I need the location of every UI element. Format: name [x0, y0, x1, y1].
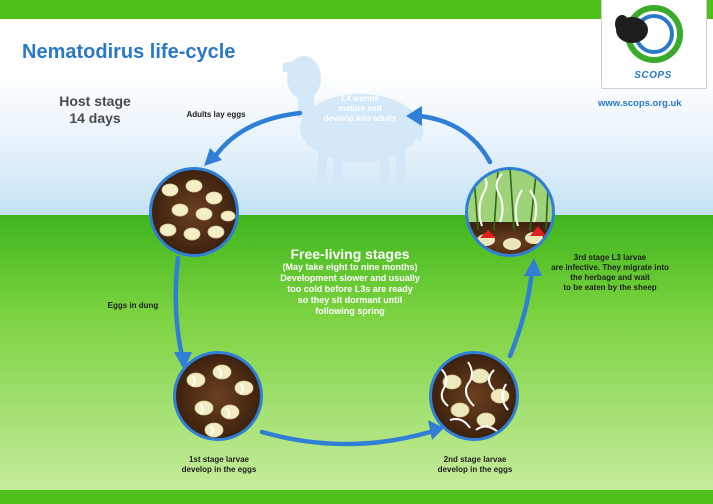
top-green-bar [0, 0, 713, 19]
l4-line2: mature and [338, 104, 382, 113]
second-line2: develop in the eggs [437, 465, 513, 474]
arrow-second-to-third [507, 267, 535, 359]
l4-line3: develop into adults [323, 114, 397, 123]
third-line4: to be eaten by the sheep [563, 283, 657, 292]
free-living-line1: (May take eight to nine months) [282, 262, 418, 272]
label-l4-worms: L4 worms mature and develop into adults [312, 94, 408, 124]
second-line1: 2nd stage larvae [443, 455, 507, 464]
bottom-green-bar [0, 490, 713, 504]
label-second-stage: 2nd stage larvae develop in the eggs [420, 455, 530, 475]
host-stage-label: Host stage 14 days [50, 93, 140, 127]
arrow-adults-to-eggs [211, 110, 303, 161]
host-stage-line1: Host stage [59, 93, 131, 109]
l4-line1: L4 worms [341, 94, 379, 103]
scops-logo-panel [601, 0, 707, 89]
stage-circle-second-larvae [429, 351, 519, 441]
free-living-line4: so they sit dormant until [297, 295, 403, 305]
first-line1: 1st stage larvae [188, 455, 250, 464]
free-living-line5: following spring [315, 306, 385, 316]
free-living-body: (May take eight to nine months) Developm… [232, 262, 468, 317]
label-first-stage: 1st stage larvae develop in the eggs [164, 455, 274, 475]
arrow-third-to-l4 [417, 113, 493, 165]
stage-circle-third-larvae [465, 167, 555, 257]
third-line3: the herbage and wait [570, 273, 650, 282]
label-third-stage: 3rd stage L3 larvae are infective. They … [540, 253, 680, 293]
free-living-line2: Development slower and usually [280, 273, 420, 283]
host-stage-line2: 14 days [69, 110, 121, 126]
third-line2: are infective. They migrate into [551, 263, 669, 272]
label-adults-lay-eggs: Adults lay eggs [186, 110, 246, 119]
scops-logo-name: SCOPS [634, 70, 672, 81]
free-living-line3: too cold before L3s are ready [287, 284, 413, 294]
free-living-stages-panel: Free-living stages (May take eight to ni… [232, 246, 468, 317]
scops-logo-icon [615, 5, 683, 63]
free-living-title: Free-living stages [290, 246, 410, 262]
sheep-silhouette-icon [282, 56, 424, 190]
stage-circle-eggs [149, 167, 239, 257]
arrowheads [174, 106, 542, 440]
stage-circle-first-larvae [173, 351, 263, 441]
cycle-arrows [173, 110, 535, 447]
third-line1: 3rd stage L3 larvae [573, 253, 647, 262]
page-title: Nematodirus life-cycle [22, 41, 236, 63]
arrow-dung-to-first [173, 255, 185, 359]
scops-website-link[interactable]: www.scops.org.uk [598, 98, 682, 109]
label-eggs-in-dung: Eggs in dung [107, 301, 159, 310]
first-line2: develop in the eggs [181, 465, 257, 474]
arrow-first-to-second [259, 429, 433, 447]
